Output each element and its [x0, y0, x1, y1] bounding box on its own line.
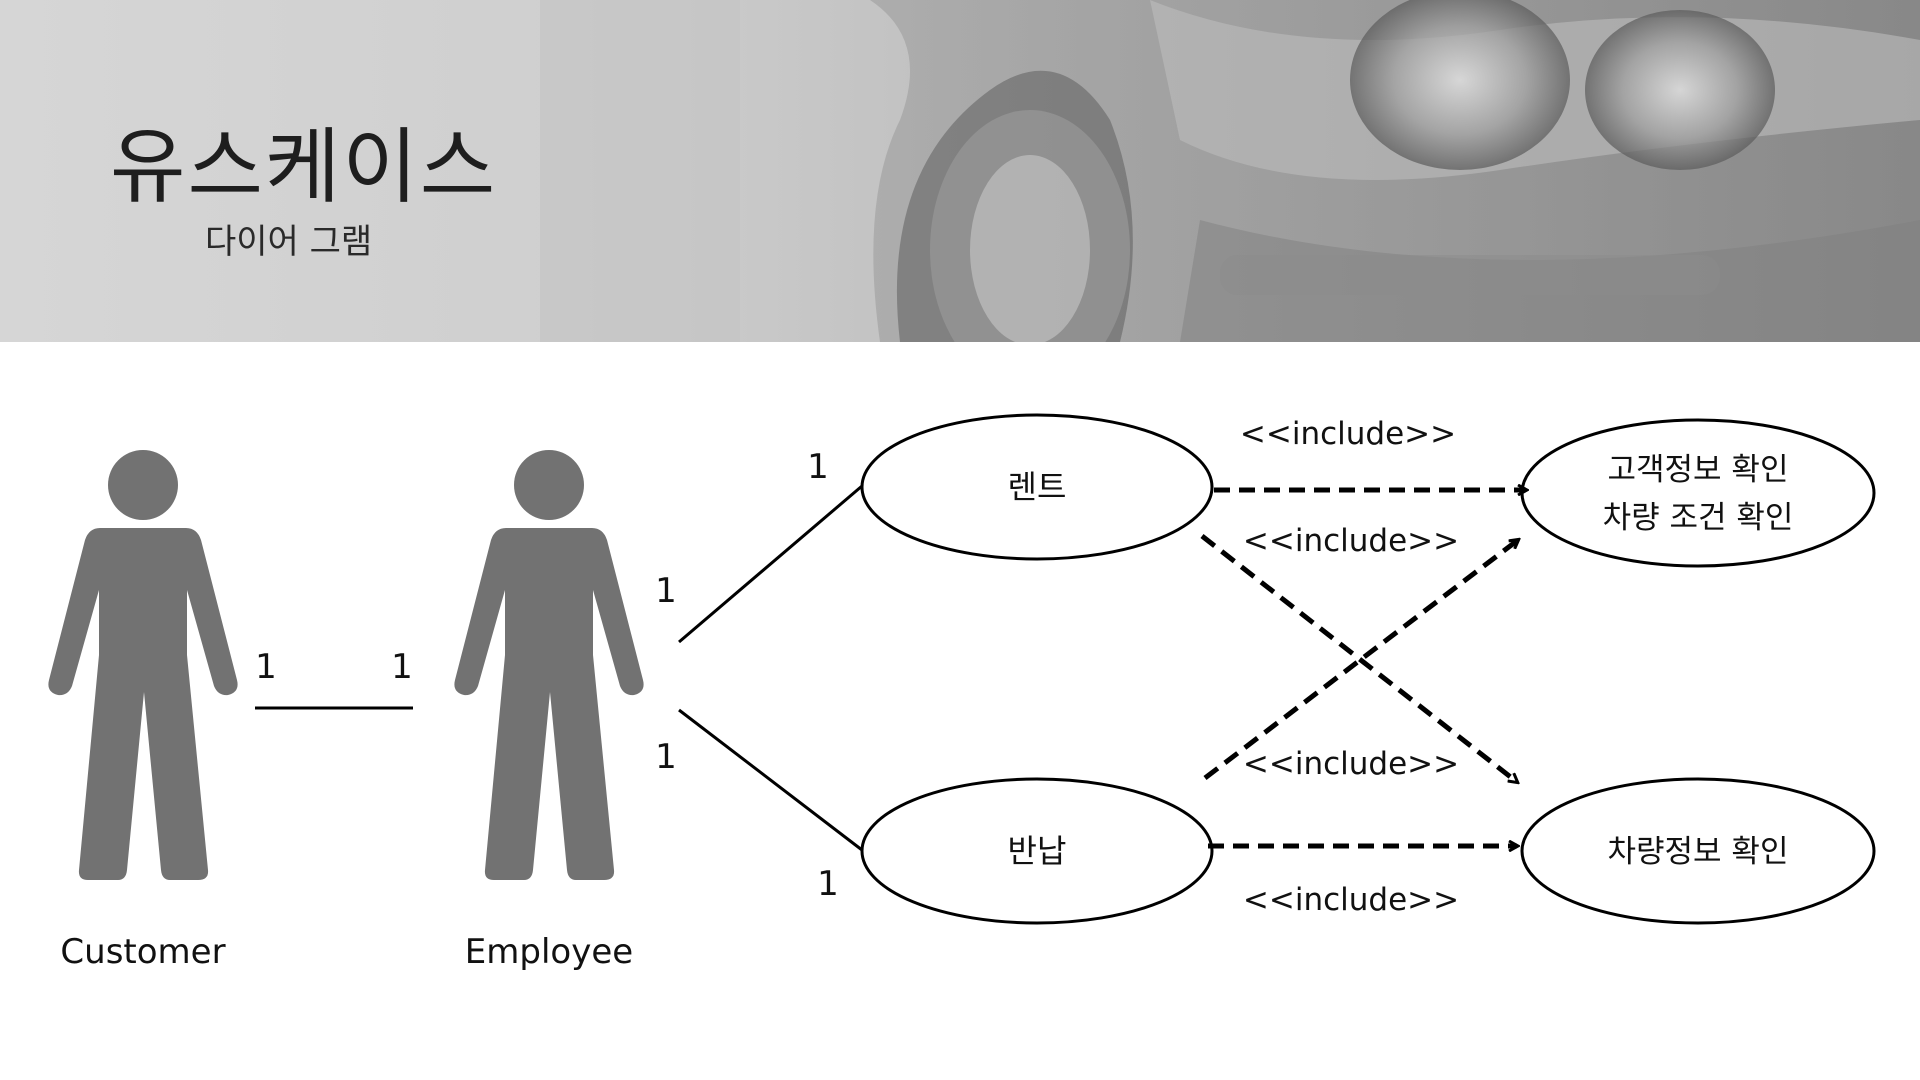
- multiplicity-customer: 1: [255, 647, 277, 687]
- employee-rent-association: [678, 484, 863, 644]
- multiplicity-rent: 1: [807, 447, 829, 487]
- use-case-customer-check-line2: 차량 조건 확인: [1603, 500, 1794, 536]
- employee-label: Employee: [465, 932, 633, 972]
- use-case-rent: [860, 413, 1214, 561]
- include-arrow-return-customer-check: [1203, 540, 1518, 780]
- use-case-vehicle-check-label: 차량정보 확인: [1608, 834, 1789, 870]
- customer-label: Customer: [60, 932, 225, 972]
- multiplicity-employee-rent: 1: [655, 571, 677, 611]
- customer-head-icon: [108, 450, 178, 520]
- page-subtitle: 다이어 그램: [205, 222, 373, 262]
- employee-head-icon: [514, 450, 584, 520]
- use-case-vehicle-check: [1520, 777, 1876, 925]
- include-label-3: <<include>>: [1243, 746, 1459, 782]
- use-case-customer-check-line1: 고객정보 확인: [1608, 452, 1789, 488]
- multiplicity-employee: 1: [391, 647, 413, 687]
- header-banner: 유스케이스 다이어 그램: [0, 0, 1920, 342]
- use-case-return-label: 반납: [1008, 832, 1067, 870]
- employee-actor: [454, 450, 644, 880]
- multiplicity-return: 1: [817, 864, 839, 904]
- car-background-image: [540, 0, 1920, 342]
- customer-body-icon: [48, 528, 238, 880]
- customer-actor: [48, 450, 238, 880]
- use-case-return: [860, 777, 1214, 925]
- include-arrow-rent-vehicle-check: [1200, 534, 1517, 782]
- include-label-2: <<include>>: [1243, 523, 1459, 559]
- include-label-4: <<include>>: [1243, 882, 1459, 918]
- multiplicity-employee-return: 1: [655, 737, 677, 777]
- include-label-1: <<include>>: [1240, 416, 1456, 452]
- employee-return-association: [678, 708, 863, 852]
- use-case-rent-label: 렌트: [1008, 468, 1067, 506]
- page-title: 유스케이스: [110, 120, 498, 215]
- use-case-customer-check: [1520, 418, 1876, 568]
- employee-body-icon: [454, 528, 644, 880]
